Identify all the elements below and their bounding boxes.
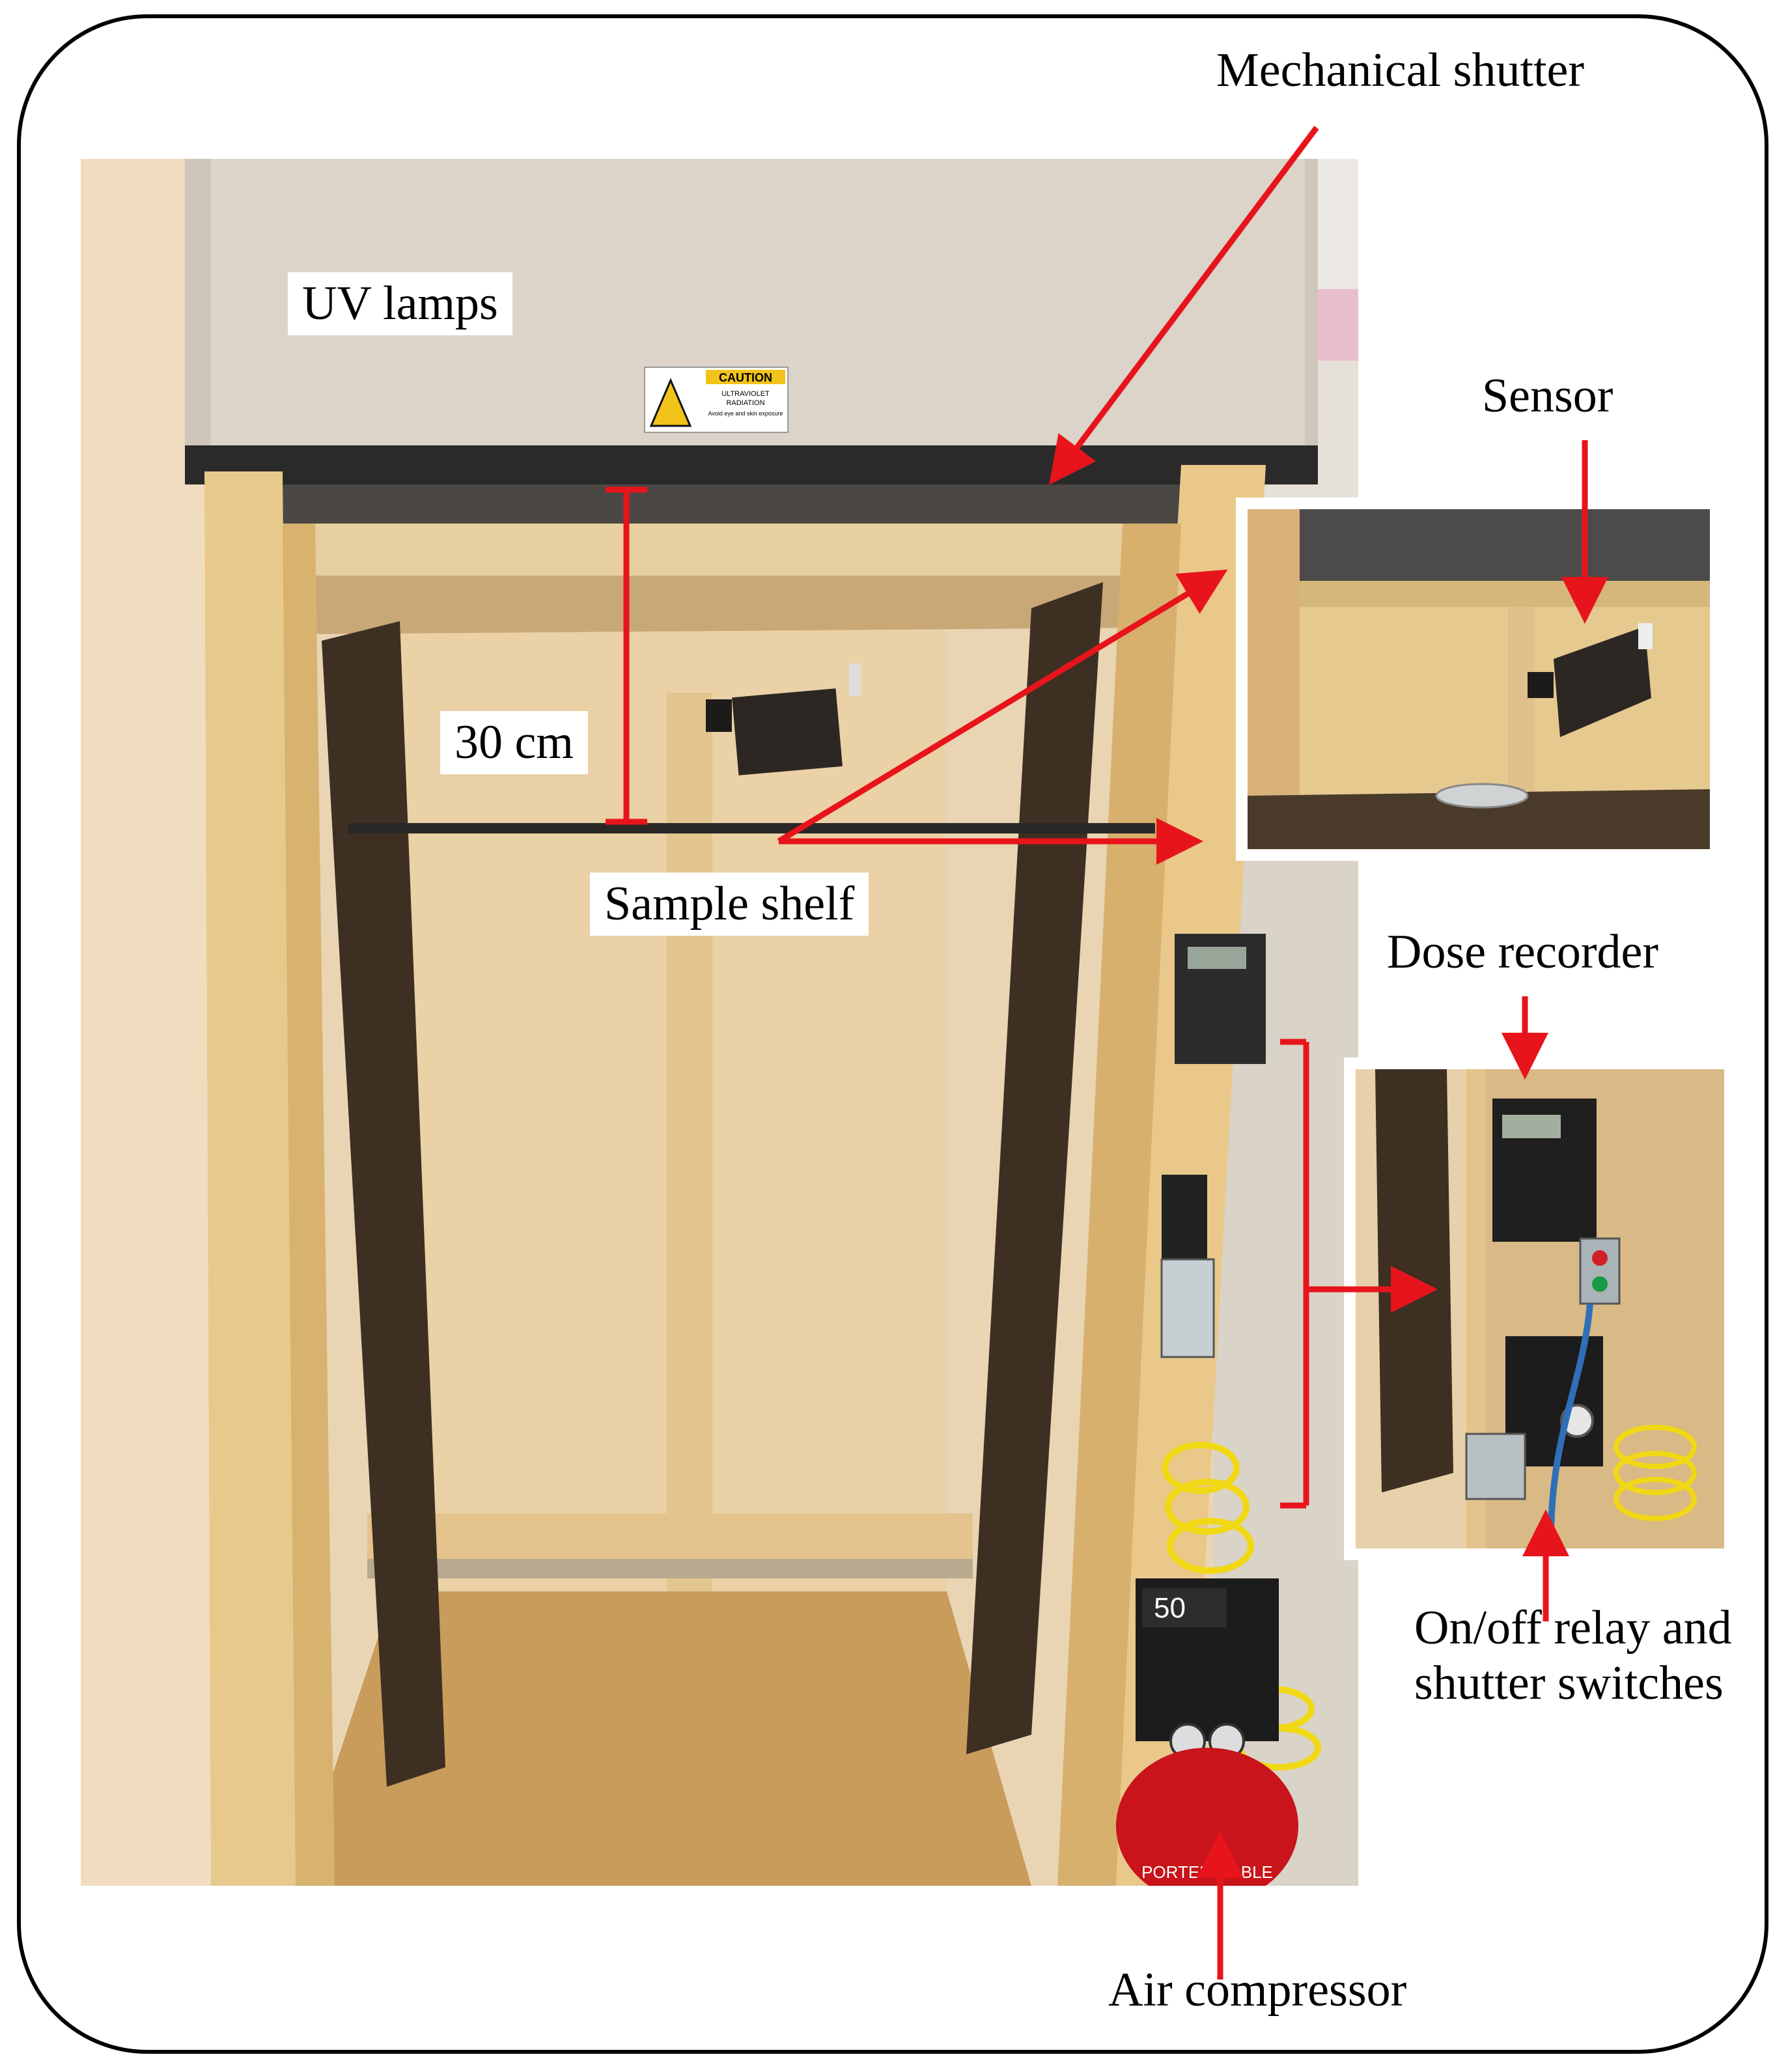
svg-text:50: 50	[1154, 1592, 1186, 1624]
label-sensor: Sensor	[1482, 369, 1613, 423]
label-mechanical-shutter: Mechanical shutter	[1216, 44, 1585, 97]
sample-shelf-rod	[348, 823, 1155, 833]
sensor-inset-illustration	[1248, 509, 1710, 849]
svg-text:ULTRAVIOLET: ULTRAVIOLET	[721, 390, 770, 398]
svg-text:RADIATION: RADIATION	[726, 399, 764, 407]
sensor-panel	[1554, 626, 1651, 737]
right-pegboard	[966, 582, 1103, 1754]
sensor-inset-photo	[1236, 497, 1720, 861]
petri-dish	[1435, 783, 1529, 809]
uv-chamber-photo: CAUTION ULTRAVIOLET RADIATION Avoid eye …	[81, 159, 1358, 1886]
distance-bracket	[606, 486, 647, 825]
controls-bracket	[1280, 1039, 1438, 1509]
left-frame-post	[204, 471, 296, 1886]
sensor-device	[706, 664, 861, 776]
air-compressor-device: 50 PORTER-CABLE	[1116, 1578, 1298, 1886]
label-dose-recorder: Dose recorder	[1387, 925, 1659, 979]
relay-box	[1579, 1237, 1621, 1305]
label-distance: 30 cm	[440, 711, 588, 775]
label-uv-lamps: UV lamps	[288, 272, 512, 336]
label-relay-switches: On/off relay and shutter switches	[1414, 1601, 1732, 1711]
mechanical-shutter-arrow	[1049, 126, 1319, 485]
svg-text:CAUTION: CAUTION	[719, 371, 772, 384]
label-air-compressor: Air compressor	[1108, 1963, 1407, 2017]
svg-text:Avoid eye and skin exposure: Avoid eye and skin exposure	[708, 410, 783, 417]
caution-sticker: CAUTION ULTRAVIOLET RADIATION Avoid eye …	[644, 367, 789, 433]
shelf-to-inset-arrow-upper	[777, 569, 1228, 844]
left-pegboard	[322, 621, 445, 1787]
label-sample-shelf: Sample shelf	[590, 873, 869, 936]
uv-chamber-illustration: CAUTION ULTRAVIOLET RADIATION Avoid eye …	[81, 159, 1358, 1886]
